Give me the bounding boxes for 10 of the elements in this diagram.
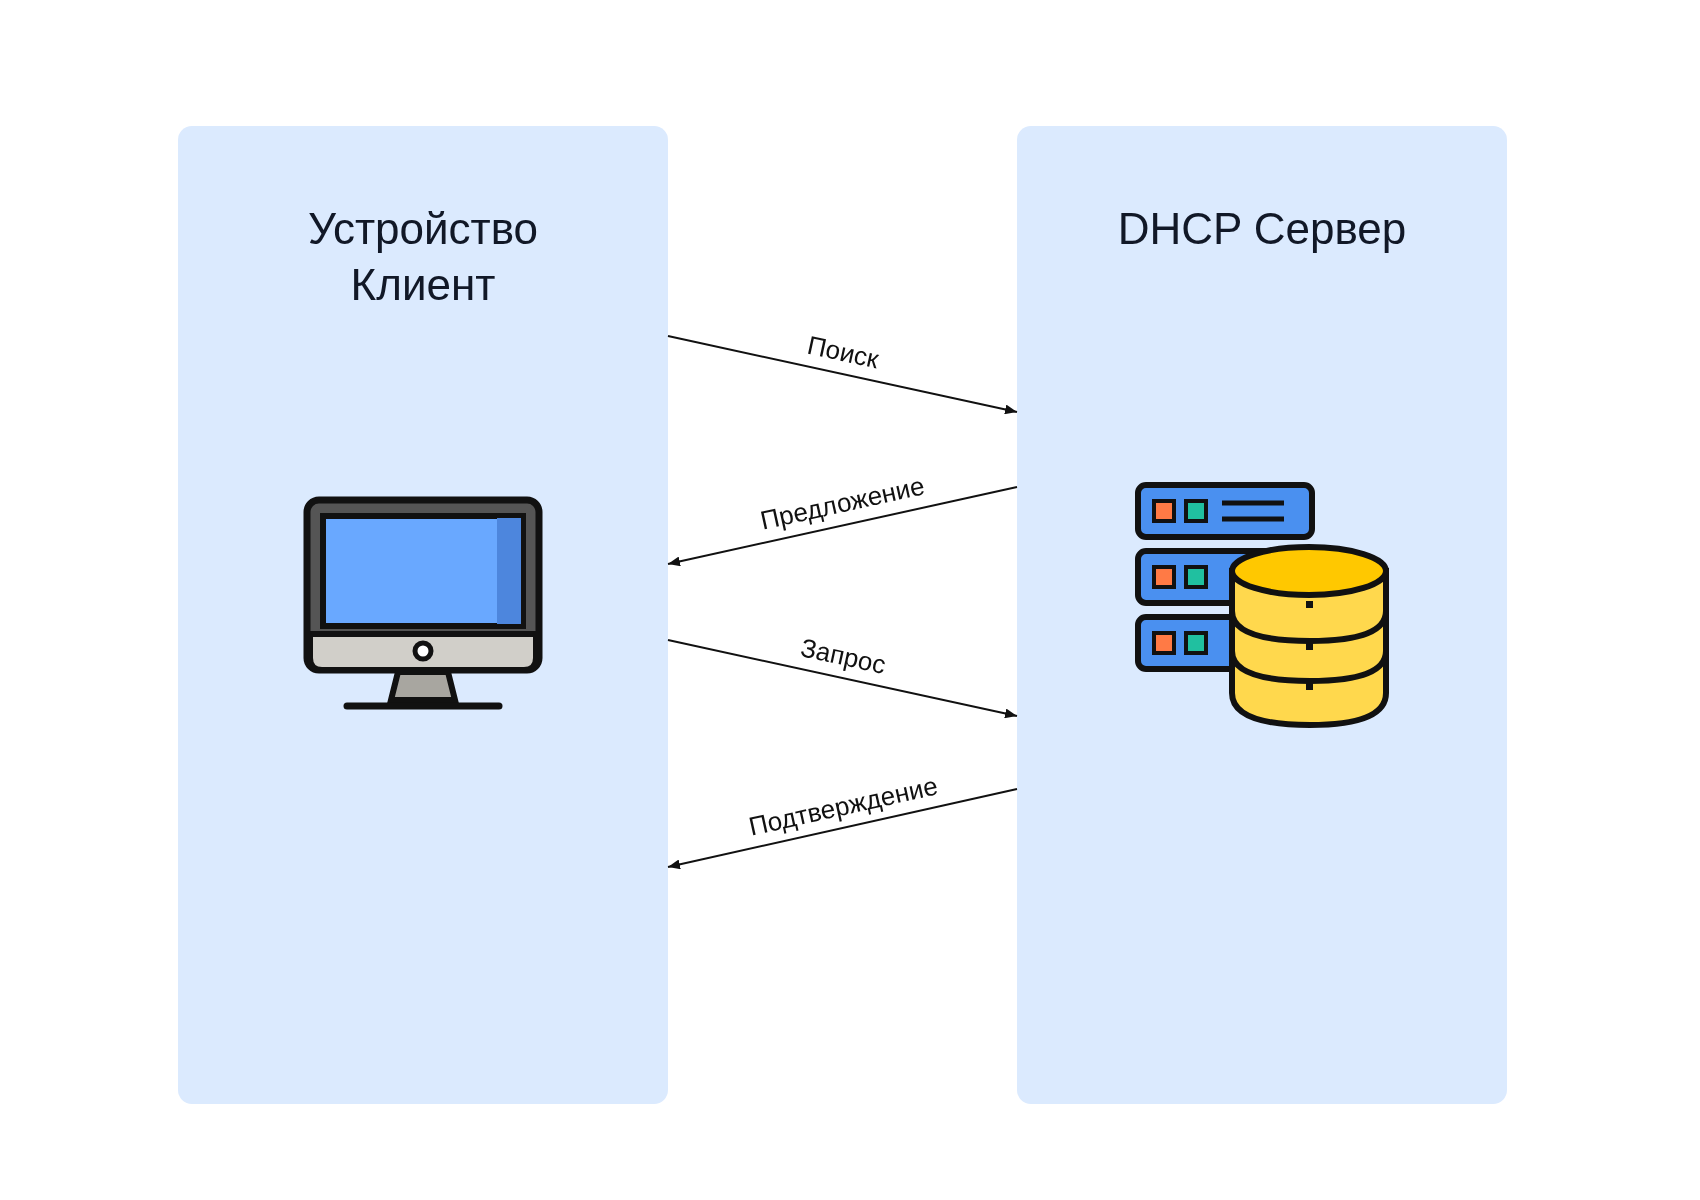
panel: [178, 126, 668, 1104]
edge-label: Поиск: [804, 329, 881, 375]
arrow: [667, 639, 1018, 719]
arrow: [667, 486, 1018, 567]
arrow: [667, 788, 1018, 870]
edge-label: Запрос: [797, 631, 888, 681]
panel: [1017, 126, 1507, 1104]
panel-title: DHCP Сервер: [1116, 203, 1408, 255]
arrow: [667, 335, 1018, 415]
panel-title: Устройство Клиент: [306, 203, 540, 311]
